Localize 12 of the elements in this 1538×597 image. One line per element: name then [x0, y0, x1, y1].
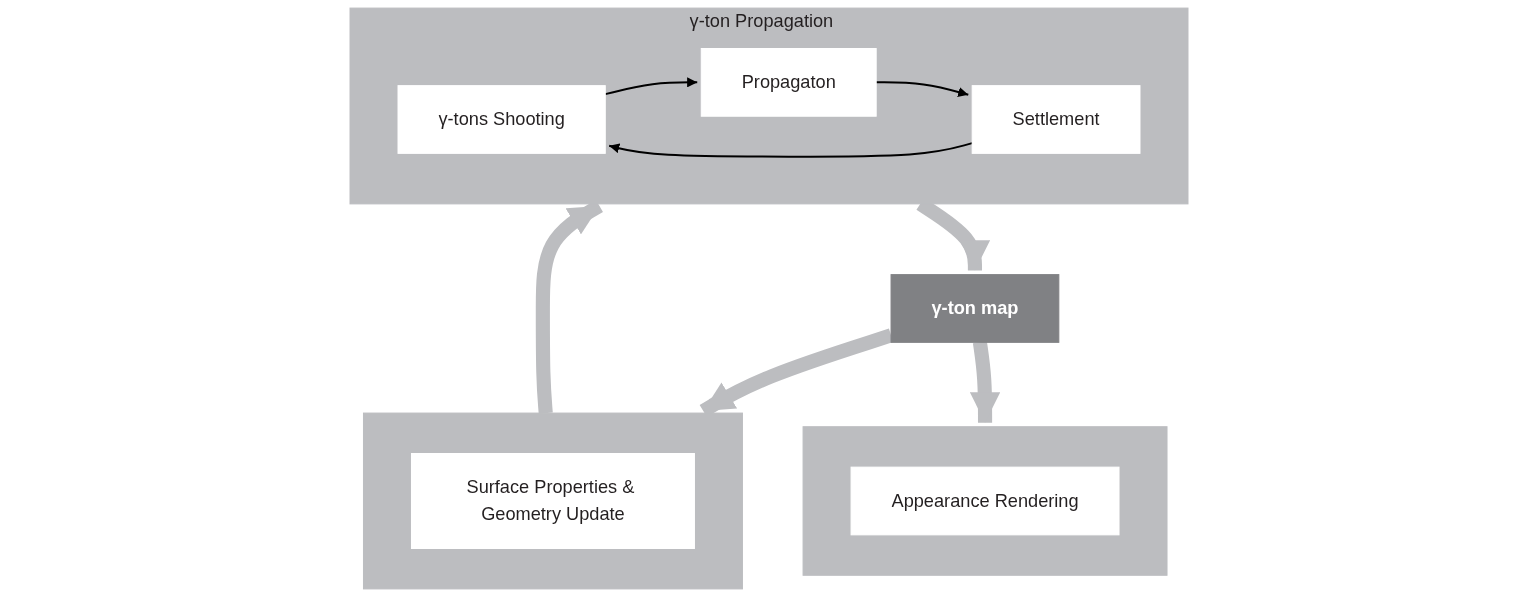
- arrow: [876, 81, 969, 97]
- node-box: Appearance Rendering: [850, 466, 1120, 536]
- node-box: γ-tons Shooting: [397, 85, 606, 154]
- node-box: Surface Properties & Geometry Update: [410, 453, 695, 549]
- arrow: [608, 142, 973, 158]
- node-box: Settlement: [971, 85, 1141, 154]
- thick-arrow: [969, 341, 1001, 423]
- node-box: γ-ton map: [890, 274, 1060, 343]
- arrow: [605, 77, 698, 96]
- node-box: Propagaton: [700, 48, 877, 117]
- cluster: [802, 426, 1168, 576]
- cluster: [362, 412, 743, 590]
